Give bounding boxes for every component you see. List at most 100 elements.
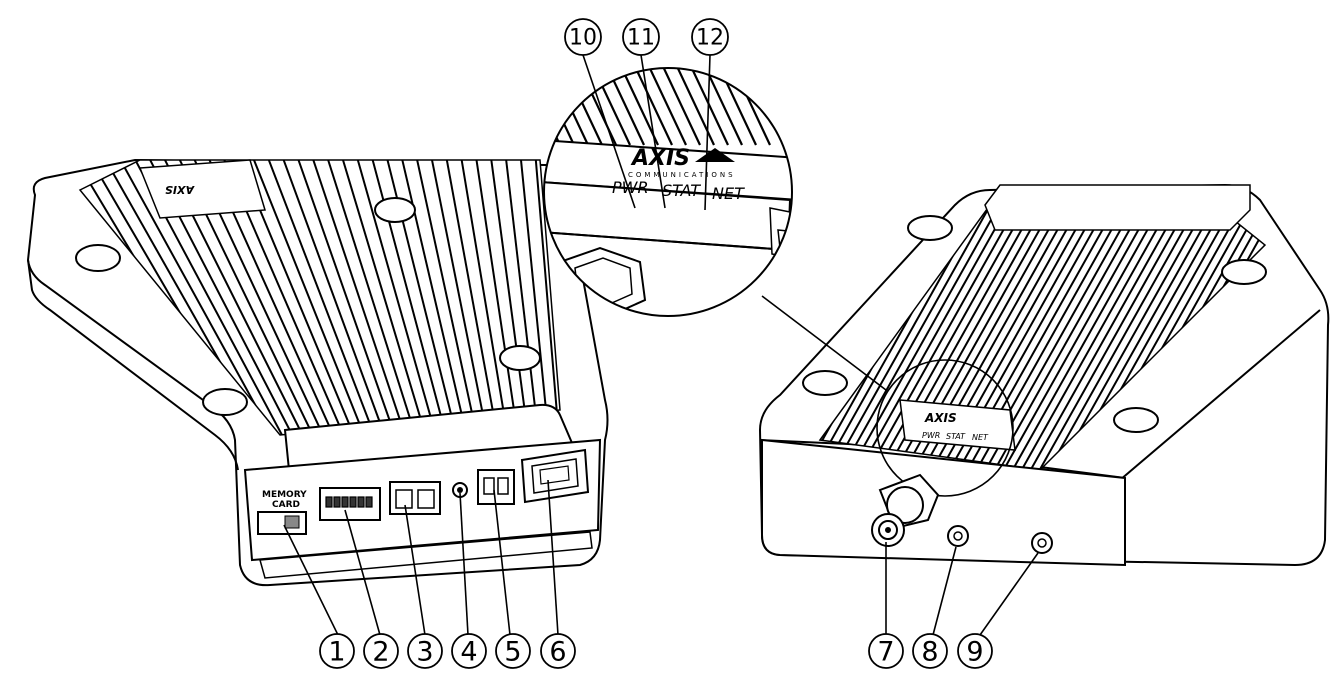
right-logo-plate [899, 399, 1016, 451]
right-led-stat: STAT [946, 432, 966, 441]
svg-text:4: 4 [460, 637, 477, 668]
cooling-fin [354, 160, 441, 435]
cooling-fin [926, 60, 966, 145]
left-mount-hole-1 [75, 244, 121, 272]
zoom-led-pwr: PWR [612, 178, 649, 197]
cooling-fin [114, 160, 281, 435]
right-mount-hole-3 [802, 370, 848, 396]
cooling-fin [264, 160, 381, 435]
cooling-fin [842, 60, 882, 145]
left-callout-leaders [283, 479, 559, 636]
right-led-pwr: PWR [922, 431, 940, 440]
cooling-fin [835, 205, 997, 470]
cooling-fin [853, 205, 1015, 470]
cooling-fin [459, 160, 511, 435]
svg-text:12: 12 [696, 26, 724, 51]
cooling-fin [828, 60, 868, 145]
callout-5: 5 [495, 633, 531, 669]
left-device: AXIS MEMORY CARD [26, 158, 609, 587]
cooling-fin [1015, 205, 1177, 470]
cooling-fin [844, 205, 1006, 470]
callout-9: 9 [957, 633, 993, 669]
cooling-fin [279, 160, 391, 435]
cooling-fin [912, 60, 952, 145]
cooling-fin [862, 205, 1024, 470]
zoom-logo-mark [695, 148, 735, 162]
cooling-fin [309, 160, 411, 435]
cooling-fin [399, 160, 471, 435]
right-zoom-indicator [876, 359, 1014, 497]
cooling-fin [324, 160, 421, 435]
svg-text:1: 1 [328, 637, 345, 668]
cooling-fin [870, 60, 910, 145]
right-mount-hole-2 [1221, 259, 1267, 285]
cooling-fin [771, 68, 792, 146]
cooling-fin [856, 60, 896, 145]
callout-2: 2 [363, 633, 399, 669]
cooling-fin [645, 68, 687, 146]
right-mount-hole-1 [907, 215, 953, 241]
zoom-logo-text: AXIS [630, 146, 690, 171]
cooling-fin [1042, 205, 1204, 470]
cooling-fin [534, 160, 560, 435]
callout-8: 8 [912, 633, 948, 669]
left-device-side [27, 259, 239, 471]
led-zoom-detail: AXIS COMMUNICATIONS PWR STAT NET [543, 60, 966, 317]
callout-6: 6 [540, 633, 576, 669]
right-mount-hole-4 [1113, 407, 1159, 433]
cooling-fin [544, 68, 561, 146]
zoom-leader-line [761, 295, 887, 391]
callouts: 1 2 3 4 5 6 7 8 [319, 18, 993, 669]
left-logo-plate [138, 159, 266, 219]
callout-1: 1 [319, 633, 355, 669]
callout-4: 4 [451, 633, 487, 669]
cooling-fin [429, 160, 491, 435]
left-mount-hole-2 [374, 197, 416, 223]
svg-text:9: 9 [966, 637, 983, 668]
right-led-net: NET [972, 433, 989, 442]
cooling-fin [249, 160, 371, 435]
cooling-fin [659, 68, 701, 146]
zoom-callout-leaders [582, 54, 711, 211]
svg-text:2: 2 [372, 637, 389, 668]
zoom-logo-sub: COMMUNICATIONS [628, 171, 736, 179]
right-device: AXIS PWR STAT NET [758, 183, 1330, 567]
svg-text:11: 11 [627, 26, 655, 51]
cooling-fin [339, 160, 431, 435]
cooling-fin [1033, 205, 1195, 470]
cooling-fin [884, 60, 924, 145]
left-mount-hole-3 [202, 388, 248, 416]
cooling-fin [444, 160, 501, 435]
right-callout-leaders [885, 542, 1039, 636]
cooling-fin [474, 160, 521, 435]
callout-7: 7 [868, 633, 904, 669]
cooling-fin [504, 160, 541, 435]
cooling-fin [800, 60, 840, 145]
svg-text:6: 6 [549, 637, 566, 668]
cooling-fin [871, 205, 1033, 470]
svg-text:3: 3 [416, 637, 433, 668]
svg-text:8: 8 [921, 637, 938, 668]
io-terminal-pins [325, 496, 373, 508]
cooling-fin [814, 60, 854, 145]
bnc-video-connector [871, 473, 940, 547]
callout-12: 12 [691, 18, 729, 56]
cooling-fin [898, 60, 938, 145]
right-logo-text: AXIS [924, 411, 957, 425]
cooling-fin [489, 160, 531, 435]
callout-3: 3 [407, 633, 443, 669]
cooling-fin [414, 160, 481, 435]
svg-text:10: 10 [569, 26, 597, 51]
cooling-fin [519, 160, 551, 435]
cooling-fin [544, 68, 575, 146]
cooling-fin [631, 68, 673, 146]
cooling-fin [1024, 205, 1186, 470]
left-logo-text: AXIS [165, 183, 195, 196]
memory-card-label-1: MEMORY [262, 490, 307, 500]
callout-10: 10 [564, 18, 602, 56]
zoom-led-net: NET [712, 184, 745, 203]
cooling-fin [294, 160, 401, 435]
zoom-led-stat: STAT [662, 181, 701, 200]
